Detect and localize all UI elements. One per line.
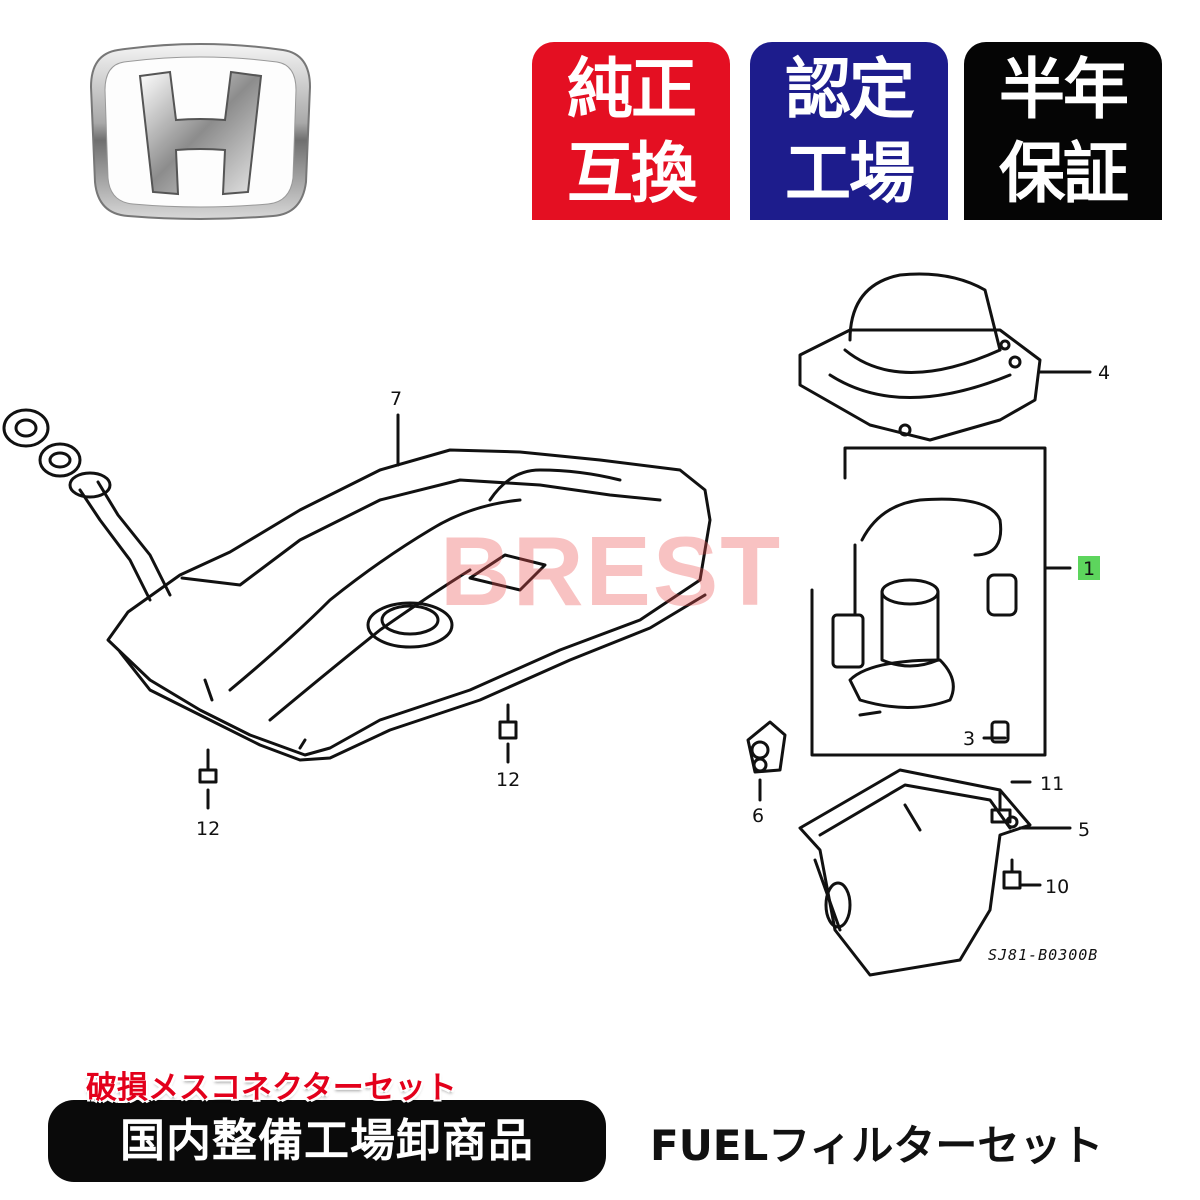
parts-diagram: 7 4 1 3 11 5 10 6 12 12 [2, 272, 1110, 977]
lower-case-drawing [798, 768, 1032, 977]
callout-10: 10 [1045, 876, 1069, 898]
callout-11: 11 [1040, 773, 1064, 795]
bolt-drawings [198, 703, 1022, 890]
product-title: FUELフィルターセット [650, 1121, 1104, 1170]
callout-1: 1 [1083, 558, 1095, 580]
badge-certified-factory: 認定 工場 [750, 42, 948, 220]
badge-line2: 互換 [567, 135, 697, 212]
badge-line1: 認定 [785, 51, 915, 128]
callout-6: 6 [752, 805, 764, 827]
callout-3: 3 [963, 728, 975, 750]
callout-4: 4 [1098, 362, 1110, 384]
wholesale-label: 国内整備工場卸商品 [48, 1100, 606, 1182]
fuel-tank-drawing [68, 448, 712, 762]
grommet-drawing [746, 720, 787, 774]
promo-text: 破損メスコネクターセット [86, 1070, 457, 1106]
diagram-code: SJ81-B0300B [988, 946, 1099, 964]
badge-line2: 工場 [785, 135, 915, 212]
honda-logo [88, 42, 313, 220]
honda-h-logo-icon [89, 43, 312, 220]
badge-line1: 純正 [567, 51, 697, 128]
brest-watermark: BREST [440, 516, 783, 626]
callout-1-highlight [1078, 556, 1100, 580]
callout-12-left: 12 [196, 818, 220, 840]
fuel-cap-drawing [2, 408, 82, 478]
callout-5: 5 [1078, 819, 1090, 841]
badge-line2: 保証 [999, 135, 1129, 212]
callout-12-center: 12 [496, 769, 520, 791]
badge-half-year-warranty: 半年 保証 [964, 42, 1162, 220]
callout-7: 7 [390, 388, 402, 410]
badge-line1: 半年 [999, 51, 1129, 128]
badge-genuine-compatible: 純正 互換 [532, 42, 730, 220]
pump-cover-drawing [798, 272, 1042, 442]
pump-assembly-drawing [810, 446, 1047, 757]
